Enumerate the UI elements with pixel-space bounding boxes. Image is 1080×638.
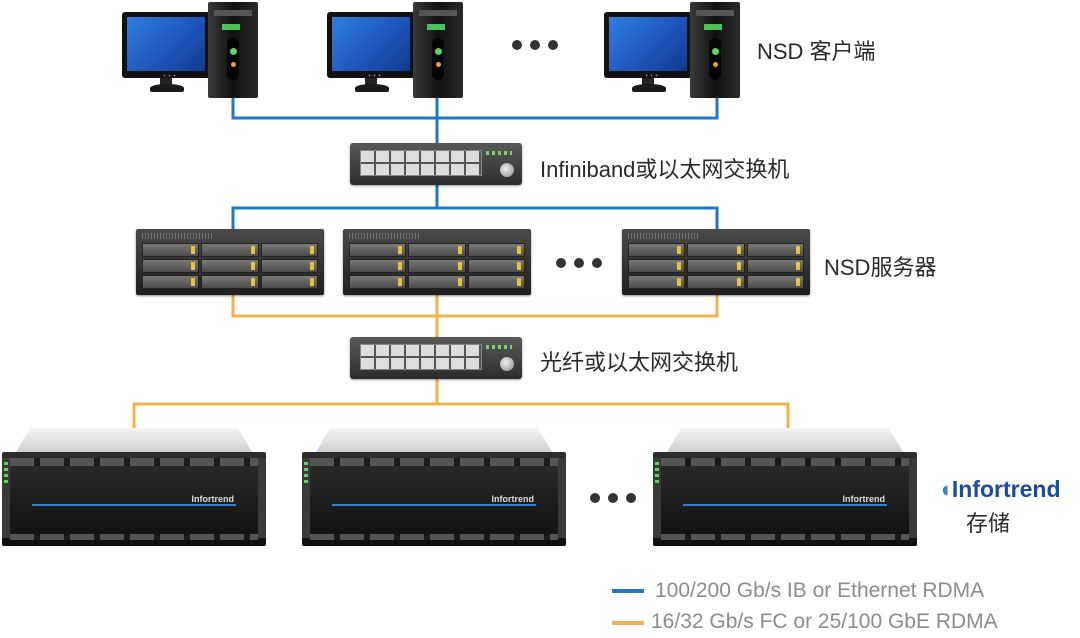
storage-front-logo: Infortrend <box>842 494 886 504</box>
network-switch-icon <box>350 143 522 185</box>
clients-label: NSD 客户端 <box>757 39 876 64</box>
storage-label: 存储 <box>966 511 1011 536</box>
orange-legend-swatch <box>612 621 644 625</box>
infortrend-mark-icon: ◖ <box>938 476 952 502</box>
blue-legend-swatch <box>612 589 644 593</box>
legend-item-orange: 16/32 Gb/s FC or 25/100 GbE RDMA <box>651 610 998 633</box>
storage-array-icon: Infortrend <box>2 428 266 548</box>
client-bus-line <box>231 97 719 120</box>
storage-bus-line <box>132 402 790 428</box>
client-pc-icon <box>604 2 744 102</box>
fabric-switch-label: 光纤或以太网交换机 <box>540 350 739 375</box>
storage-front-logo: Infortrend <box>491 494 535 504</box>
ellipsis-icon <box>512 40 558 50</box>
storage-array-icon: Infortrend <box>653 428 917 548</box>
ellipsis-icon <box>590 493 636 503</box>
client-pc-icon <box>122 2 262 102</box>
rack-server-icon <box>622 229 810 295</box>
ellipsis-icon <box>556 258 602 268</box>
fabric-switch-icon <box>350 337 522 379</box>
client-pc-icon <box>327 2 467 102</box>
brand-name: Infortrend <box>951 476 1061 502</box>
rack-server-icon <box>136 229 324 295</box>
legend-item-blue: 100/200 Gb/s IB or Ethernet RDMA <box>655 579 985 602</box>
blue-links <box>231 97 719 230</box>
server-fc-bus-line <box>231 294 719 318</box>
storage-front-logo: Infortrend <box>191 494 235 504</box>
servers-label: NSD服务器 <box>824 255 937 280</box>
infortrend-logo: ◖Infortrend <box>938 476 1061 503</box>
server-bus-line <box>231 206 719 230</box>
orange-links <box>132 294 790 428</box>
storage-array-icon: Infortrend <box>302 428 566 548</box>
network-switch-label: Infiniband或以太网交换机 <box>540 157 790 182</box>
rack-server-icon <box>343 229 531 295</box>
